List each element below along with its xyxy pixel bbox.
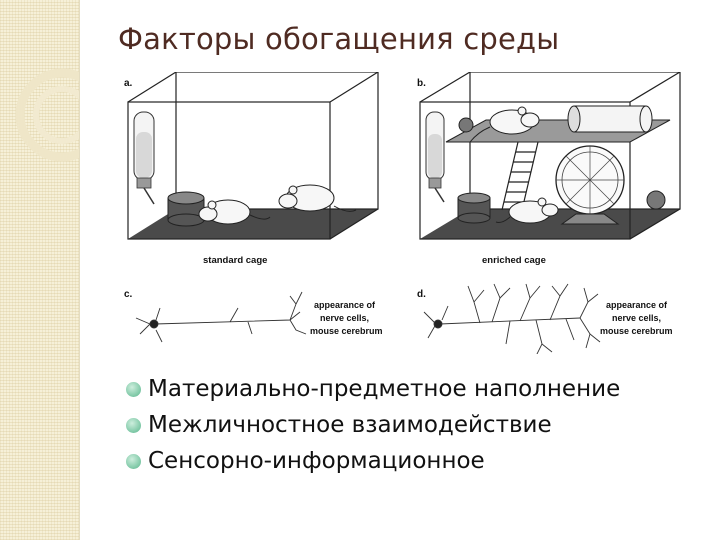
food-bowl: [457, 192, 491, 224]
panel-c-neuron-standard: c. appearance of nerve cells, mouse cere…: [124, 289, 383, 343]
mouse-icon: [198, 199, 271, 225]
neuron-enriched: [423, 283, 601, 354]
panel-c-caption-line-2: nerve cells,: [320, 313, 369, 323]
panel-c-caption-line-1: appearance of: [314, 300, 376, 310]
ball-icon: [646, 190, 666, 210]
mouse-icon: [469, 106, 540, 143]
mouse-icon: [495, 197, 559, 224]
bullet-dot-icon: [126, 454, 141, 469]
cage-a-floor: [128, 209, 378, 239]
exercise-wheel-icon: [555, 145, 625, 225]
bullet-text: Сенсорно-информационное: [148, 448, 485, 474]
panel-b-letter: b.: [417, 78, 426, 89]
panel-d-letter: d.: [417, 289, 426, 300]
panel-b-caption: enriched cage: [482, 255, 546, 266]
enrichment-figure: a.: [124, 72, 681, 354]
panel-d-caption-line-2: nerve cells,: [612, 313, 661, 323]
bullet-item: Материально-предметное наполнение: [126, 373, 620, 409]
bullet-text: Материально-предметное наполнение: [148, 376, 621, 402]
water-bottle: [425, 111, 445, 203]
panel-a-letter: a.: [124, 78, 133, 89]
bullet-list: Материально-предметное наполнение Межлич…: [126, 373, 620, 481]
bullet-text: Межличностное взаимодействие: [148, 412, 552, 438]
panel-c-letter: c.: [124, 289, 133, 300]
panel-d-caption-line-1: appearance of: [606, 300, 668, 310]
tube-icon: [567, 105, 653, 133]
ladder-icon: [501, 141, 539, 211]
panel-c-caption-line-3: mouse cerebrum: [310, 326, 383, 336]
bullet-dot-icon: [126, 382, 141, 397]
mouse-icon: [278, 184, 357, 212]
sidebar-circles-decoration: [15, 68, 109, 162]
bullet-item: Межличностное взаимодействие: [126, 409, 620, 445]
decorative-sidebar: [0, 0, 109, 540]
food-bowl: [167, 191, 205, 227]
sidebar-divider: [79, 0, 80, 540]
panel-b-enriched-cage: b.: [417, 72, 681, 266]
bullet-item: Сенсорно-информационное: [126, 445, 620, 481]
panel-d-caption-line-3: mouse cerebrum: [600, 326, 673, 336]
ball-icon: [458, 117, 474, 133]
neuron-standard: [135, 291, 307, 343]
slide-title: Факторы обогащения среды: [118, 22, 560, 56]
bullet-dot-icon: [126, 418, 141, 433]
panel-a-caption: standard cage: [203, 255, 267, 266]
panel-d-neuron-enriched: d. appearance of nerve cells, m: [417, 283, 673, 354]
water-bottle: [133, 111, 155, 205]
panel-a-standard-cage: a.: [124, 72, 379, 266]
